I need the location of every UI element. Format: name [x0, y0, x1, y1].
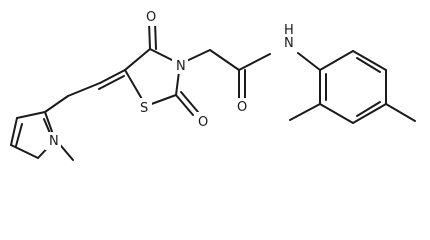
atom-bg-n-pyrrole: [45, 132, 61, 150]
bond-c4-oxo-b: [154, 21, 157, 50]
atom-o-ring: O: [198, 115, 208, 130]
bond-aryl-4: [352, 103, 387, 124]
bond-ch2-carbonyl: [209, 49, 240, 71]
atom-n-amide: N: [284, 36, 294, 51]
atom-o-amide: O: [237, 100, 247, 115]
bond-pyrrole-5: [16, 111, 46, 119]
atom-labels: N S O O N O N H: [45, 8, 300, 150]
bonds: [10, 21, 416, 161]
bond-c2-oxo-a: [175, 94, 194, 116]
bond-pyrrole-to-bridge: [44, 95, 69, 113]
bond-ring-c5-c4: [124, 48, 151, 71]
bond-bridge-double-a: [99, 69, 126, 84]
atom-bg-o-amide: [233, 98, 249, 116]
atom-bg-s: [136, 98, 152, 116]
atom-n-pyrrole: N: [49, 134, 59, 149]
bond-bridge-double-b: [98, 75, 125, 90]
bond-c4-oxo-a: [148, 21, 151, 50]
bond-aryl-5: [319, 103, 354, 124]
bond-pyrrole-1: [10, 117, 18, 146]
atom-o-top: O: [146, 10, 156, 25]
atom-bg-o-ring: [194, 112, 210, 130]
atom-bg-n-ring: [172, 56, 188, 74]
bond-aryl-double-1: [356, 57, 381, 73]
bond-para-methyl: [385, 103, 416, 122]
atom-h-amide: H: [284, 23, 294, 38]
bond-carbonyl-nh: [238, 53, 271, 71]
bond-c2-oxo-b: [180, 91, 199, 113]
bond-nh-aryl: [297, 52, 321, 71]
atom-n-ring: N: [176, 59, 186, 74]
atom-bg-n-amide: [270, 30, 300, 52]
atom-s: S: [140, 101, 148, 116]
bond-ortho-methyl: [289, 103, 321, 121]
bond-aryl-2: [352, 50, 387, 71]
atom-bg-o-top: [142, 8, 158, 26]
bond-pyrrole-double-1: [15, 123, 23, 147]
bond-pyrrole-2: [10, 144, 39, 159]
bond-bridge-single: [67, 82, 101, 97]
bond-aryl-double-2: [356, 101, 381, 117]
chemical-structure-diagram: N S O O N O N H: [10, 8, 416, 161]
bond-aryl-1: [319, 50, 354, 71]
